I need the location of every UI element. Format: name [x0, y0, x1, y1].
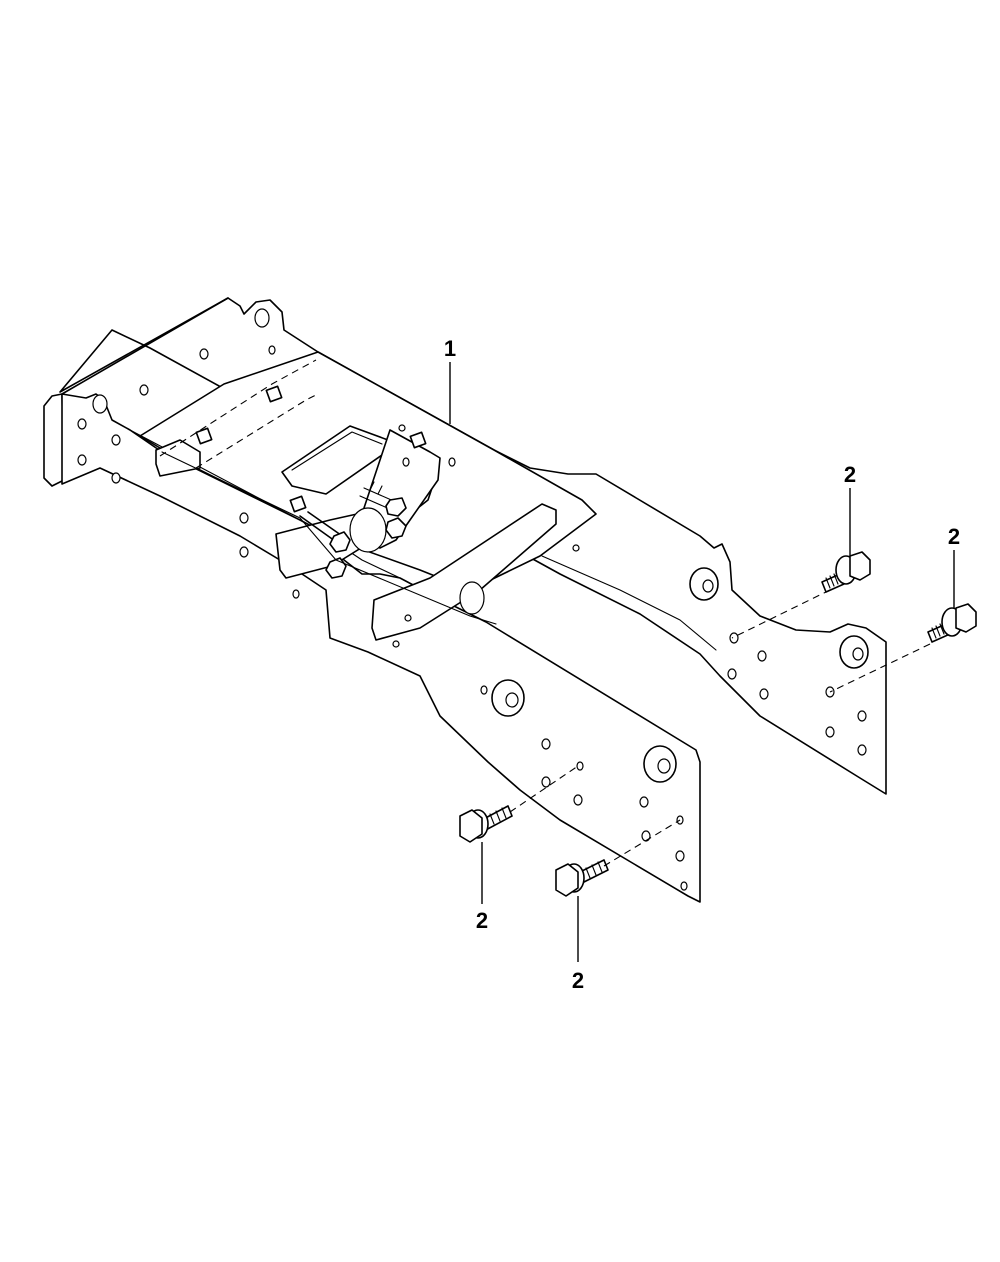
- callout-2d-label: 2: [572, 968, 584, 993]
- hole: [825, 726, 835, 738]
- hole: [541, 776, 551, 788]
- bolt-thread: [585, 861, 603, 879]
- hole: [675, 850, 685, 862]
- hole: [729, 632, 739, 644]
- bolt-alignment-line: [603, 819, 681, 867]
- threaded-rod-nut: [329, 531, 351, 553]
- bracket-bolts: [161, 451, 497, 625]
- hole: [573, 794, 583, 806]
- bushing-bore: [702, 579, 714, 593]
- callout-1-label: 1: [444, 336, 456, 361]
- bolt-lower-center: [555, 819, 681, 897]
- bracket-bolt-2-head: [385, 517, 407, 539]
- mount-bracket-right: [371, 503, 557, 641]
- bolt-head: [459, 809, 483, 843]
- bracket-bolt-1-head: [385, 497, 407, 517]
- hole: [857, 710, 867, 722]
- bolt-far-right: [829, 603, 977, 693]
- hole: [857, 744, 867, 756]
- cube-nut-1: [195, 427, 213, 445]
- hole: [398, 424, 406, 432]
- hole: [139, 384, 149, 396]
- hole: [402, 457, 410, 467]
- bolt-lower-left: [459, 765, 579, 843]
- hole: [759, 688, 769, 700]
- hole: [680, 881, 688, 891]
- bolt-head: [555, 863, 579, 897]
- bracket-bolt-1: [359, 481, 397, 511]
- hole: [404, 614, 412, 622]
- hole: [268, 345, 276, 355]
- callout-2b-label: 2: [948, 524, 960, 549]
- cube-nut-2: [265, 385, 283, 403]
- bushing-bore: [657, 758, 671, 774]
- hole: [727, 668, 737, 680]
- bolt-head: [955, 603, 977, 633]
- rear-plate-top-edge: [61, 297, 229, 395]
- bolt-alignment-line: [509, 765, 579, 813]
- guide-wire: [161, 451, 497, 625]
- callout-2a-label: 2: [844, 462, 856, 487]
- bolt-alignment-line: [731, 589, 831, 639]
- front-cross-block: [155, 439, 201, 477]
- flange-bolts: [459, 551, 977, 897]
- hole: [639, 796, 649, 808]
- callout-2c-label: 2: [476, 908, 488, 933]
- bolt-head: [849, 551, 871, 581]
- front-plate-holes: [77, 394, 688, 891]
- front-end-plate: [43, 393, 65, 487]
- hole: [292, 589, 300, 599]
- hole: [392, 640, 400, 648]
- bolt-upper-right: [731, 551, 871, 639]
- cube-nut-4: [289, 495, 307, 513]
- rear-lower-web: [541, 555, 717, 651]
- hole: [541, 738, 551, 750]
- main-frame: [43, 297, 887, 903]
- bolt-thread: [489, 807, 507, 825]
- deck-cutout-inner: [291, 431, 383, 471]
- hole: [757, 650, 767, 662]
- hole: [199, 348, 209, 360]
- hole: [254, 308, 270, 328]
- hole: [92, 394, 108, 414]
- callouts: 1 2 2 2 2: [444, 336, 960, 993]
- bolt-thread: [931, 623, 945, 639]
- front-bushings: [491, 679, 677, 783]
- hole: [111, 434, 121, 446]
- hole: [239, 512, 249, 524]
- bushing-bore: [852, 647, 864, 661]
- bolt-thread: [825, 573, 839, 589]
- hole: [572, 544, 580, 552]
- hole: [448, 457, 456, 467]
- lower-rod-nut: [325, 557, 347, 579]
- hole: [111, 472, 121, 484]
- hole: [77, 418, 87, 430]
- hole: [239, 546, 249, 558]
- rear-plate-holes: [139, 308, 867, 756]
- hole: [576, 761, 584, 771]
- hole: [480, 685, 488, 695]
- front-cross-hidden: [159, 359, 319, 469]
- bushing-bore: [505, 692, 519, 708]
- bracket-large-hole: [349, 507, 387, 553]
- cube-nut-3: [409, 431, 427, 449]
- hole: [77, 454, 87, 466]
- bolt-alignment-line: [829, 643, 931, 693]
- rear-bushings: [689, 567, 869, 669]
- frame-center-hole: [459, 581, 485, 615]
